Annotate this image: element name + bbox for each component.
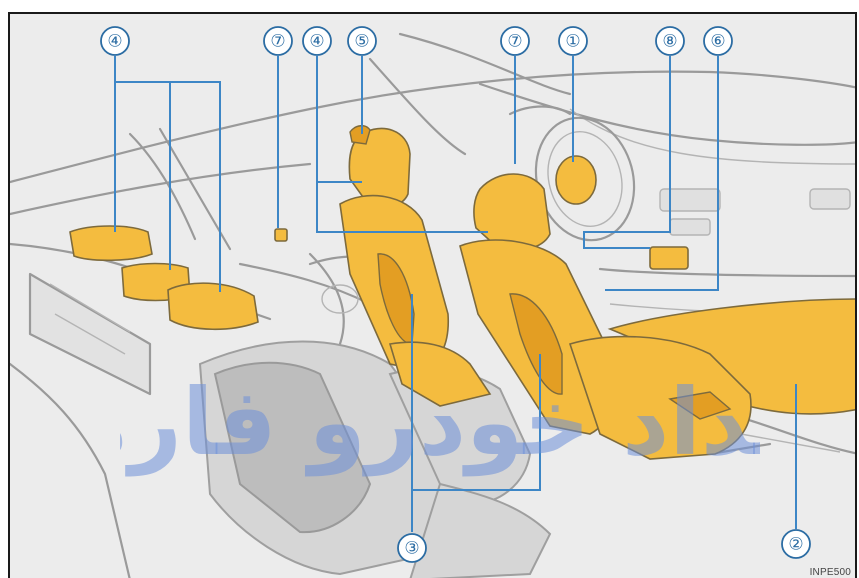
floor-carpet xyxy=(607,298,855,415)
rear-head-restraints xyxy=(69,225,259,331)
svg-text:⑦: ⑦ xyxy=(270,32,285,51)
steering-wheel-pad xyxy=(555,155,597,205)
front-driver-seat xyxy=(459,173,752,460)
callout-4-front: ④ xyxy=(302,26,332,56)
callout-8: ⑧ xyxy=(655,26,685,56)
console-box xyxy=(649,246,689,270)
svg-text:④: ④ xyxy=(309,32,324,51)
svg-text:⑦: ⑦ xyxy=(507,32,522,51)
callout-5: ⑤ xyxy=(347,26,377,56)
front-passenger-seat xyxy=(339,125,492,407)
callout-7-door: ⑦ xyxy=(263,26,293,56)
svg-text:③: ③ xyxy=(404,539,419,558)
door-trim-item xyxy=(274,228,288,242)
callout-1: ① xyxy=(558,26,588,56)
svg-text:امداد خودرو فارما: امداد خودرو فارما xyxy=(120,374,760,477)
car-body-outline xyxy=(10,32,855,578)
callout-2: ② xyxy=(781,529,811,559)
svg-text:①: ① xyxy=(565,32,580,51)
svg-text:⑥: ⑥ xyxy=(710,32,725,51)
callout-3: ③ xyxy=(397,533,427,563)
svg-text:⑤: ⑤ xyxy=(354,32,369,51)
callout-7-seat: ⑦ xyxy=(500,26,530,56)
leader-lines xyxy=(114,56,797,532)
figure-code: INPE500 xyxy=(809,567,851,578)
watermark: امداد خودرو فارما xyxy=(120,374,760,477)
callout-4-rear: ④ xyxy=(100,26,130,56)
car-interior-diagram: ④ ⑦ ④ ⑤ ⑦ ① ⑧ ⑥ ③ ② xyxy=(10,26,855,578)
rear-bench-seat xyxy=(198,340,552,578)
svg-text:②: ② xyxy=(788,535,803,554)
callout-6: ⑥ xyxy=(703,26,733,56)
illustration-frame: ④ ⑦ ④ ⑤ ⑦ ① ⑧ ⑥ ③ ② امداد خودرو فارما IN… xyxy=(8,12,857,578)
svg-text:⑧: ⑧ xyxy=(662,32,677,51)
svg-text:④: ④ xyxy=(107,32,122,51)
